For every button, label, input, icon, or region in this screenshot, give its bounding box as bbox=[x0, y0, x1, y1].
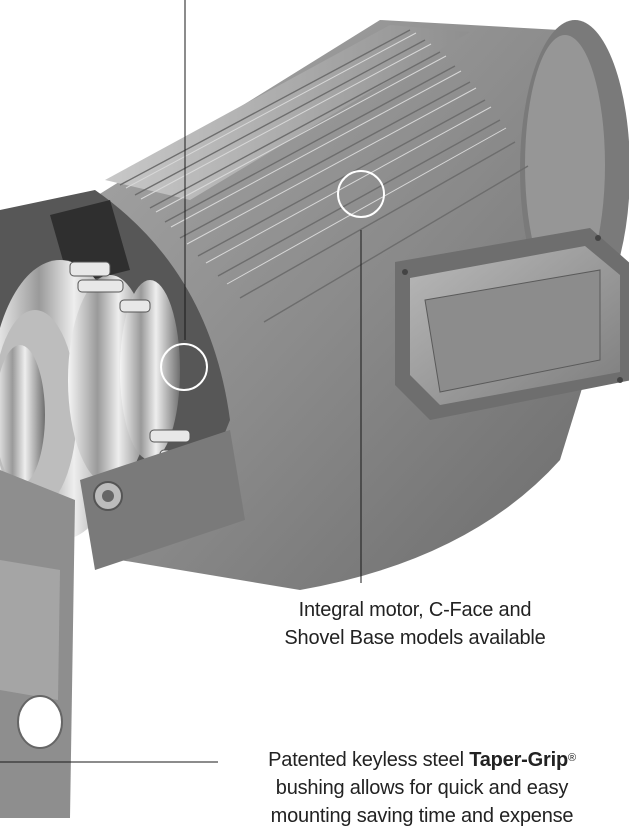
cooling-fins bbox=[105, 25, 529, 323]
mounting-base bbox=[0, 430, 245, 818]
motor-callout: Integral motor, C-Face and Shovel Base m… bbox=[250, 596, 580, 652]
callout-leaders bbox=[0, 0, 362, 763]
motor-callout-line1: Integral motor, C-Face and bbox=[298, 599, 532, 621]
motor-callout-line2: Shovel Base models available bbox=[284, 627, 546, 649]
brand-name: Taper-Grip bbox=[469, 749, 568, 771]
bushing-callout-prefix: Patented keyless steel bbox=[268, 749, 470, 771]
registered-mark: ® bbox=[567, 752, 576, 764]
gearbox-cutaway bbox=[0, 190, 230, 540]
bushing-callout-line3: mounting saving time and expense bbox=[270, 805, 574, 827]
bushing-callout-line2: bushing allows for quick and easy bbox=[275, 777, 569, 799]
highlight-circle-housing bbox=[337, 170, 385, 218]
bushing-callout: Patented keyless steel Taper-Grip® bushi… bbox=[222, 746, 622, 830]
conduit-box bbox=[395, 228, 629, 420]
bushing-callout-line1: Patented keyless steel Taper-Grip® bbox=[222, 746, 622, 774]
